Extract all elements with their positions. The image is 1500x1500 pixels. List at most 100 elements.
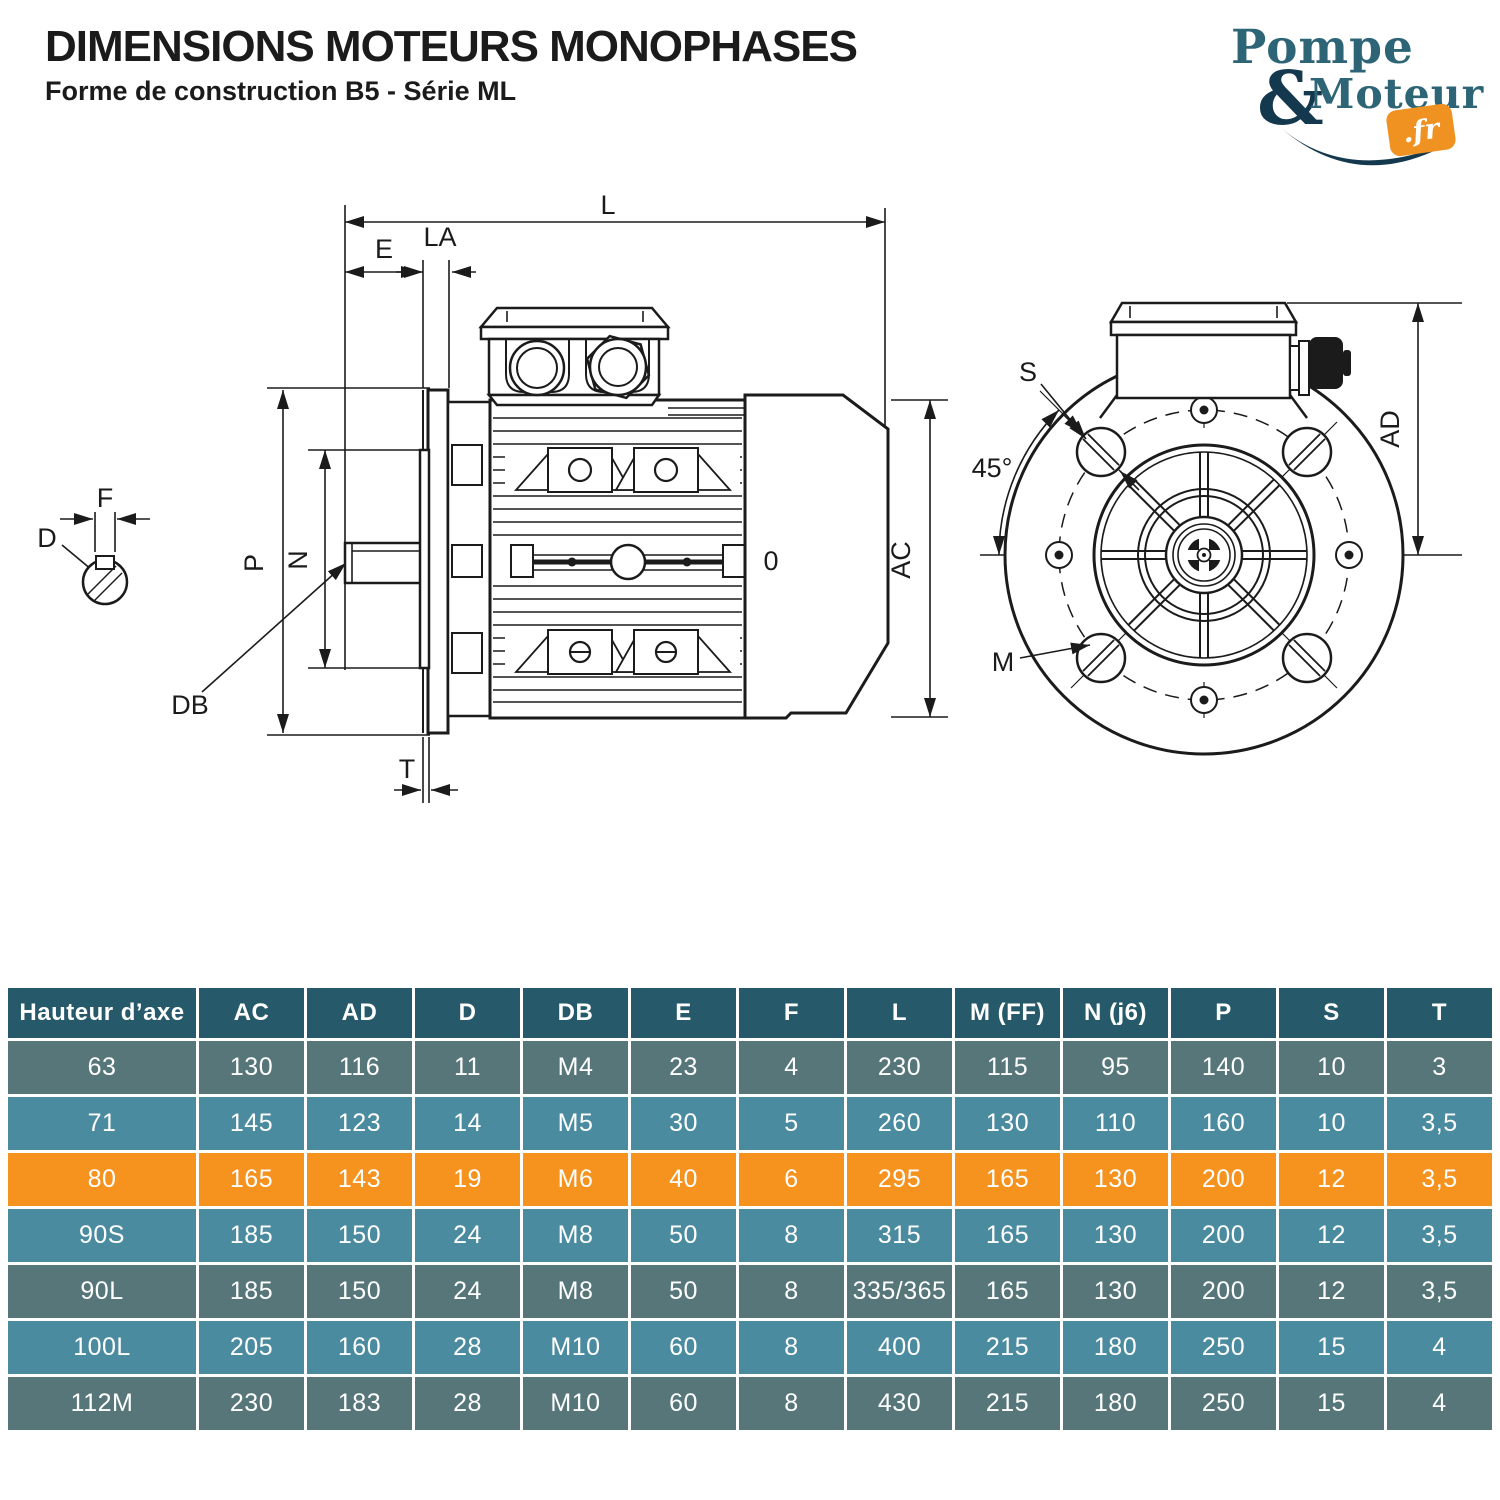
table-cell: 185: [196, 1262, 307, 1321]
table-cell: 200: [1168, 1150, 1279, 1209]
table-cell: 63: [5, 1038, 199, 1097]
table-cell: 6: [736, 1150, 847, 1209]
table-cell: M4: [520, 1038, 631, 1097]
side-view-labels: L E LA F D DB P N T AC 0: [37, 190, 916, 784]
table-cell: 11: [412, 1038, 523, 1097]
table-cell: 71: [5, 1094, 199, 1153]
table-cell: 19: [412, 1150, 523, 1209]
column-header: Hauteur d’axe: [5, 985, 199, 1041]
table-cell: 250: [1168, 1374, 1279, 1433]
dim-label-LA: LA: [423, 222, 456, 252]
table-cell: 10: [1276, 1038, 1387, 1097]
table-cell: 12: [1276, 1262, 1387, 1321]
table-cell: 130: [1060, 1206, 1171, 1265]
table-cell: M5: [520, 1094, 631, 1153]
label-O: 0: [763, 546, 778, 576]
flange-holes: [1045, 392, 1363, 718]
table-cell: 95: [1060, 1038, 1171, 1097]
table-cell: 130: [1060, 1150, 1171, 1209]
table-cell: 260: [844, 1094, 955, 1153]
table-cell: 30: [628, 1094, 739, 1153]
column-header: P: [1168, 985, 1279, 1041]
column-header: E: [628, 985, 739, 1041]
table-cell: 130: [196, 1038, 307, 1097]
table-cell: M10: [520, 1318, 631, 1377]
table-cell: 150: [304, 1206, 415, 1265]
front-view-labels: S 45° M AD: [972, 357, 1405, 677]
column-header: L: [844, 985, 955, 1041]
table-cell: 28: [412, 1318, 523, 1377]
table-cell: 115: [952, 1038, 1063, 1097]
table-cell: 215: [952, 1318, 1063, 1377]
table-cell: 100L: [5, 1318, 199, 1377]
table-cell: 15: [1276, 1318, 1387, 1377]
dim-label-M: M: [992, 647, 1015, 677]
table-cell: 130: [952, 1094, 1063, 1153]
top-lugs: [513, 447, 733, 493]
table-cell: 160: [1168, 1094, 1279, 1153]
table-cell: 295: [844, 1150, 955, 1209]
table-cell: 180: [1060, 1318, 1171, 1377]
table-cell: 8: [736, 1374, 847, 1433]
table-cell: M10: [520, 1374, 631, 1433]
table-cell: 14: [412, 1094, 523, 1153]
table-cell: 400: [844, 1318, 955, 1377]
table-cell: 180: [1060, 1374, 1171, 1433]
terminal-box-side: [478, 306, 671, 407]
dim-label-DB: DB: [171, 690, 209, 720]
table-cell: M6: [520, 1150, 631, 1209]
logo-word-pompe: Pompe: [1231, 20, 1414, 75]
table-cell: M8: [520, 1262, 631, 1321]
table-cell: 185: [196, 1206, 307, 1265]
table-cell: 4: [736, 1038, 847, 1097]
table-cell: 250: [1168, 1318, 1279, 1377]
table-cell: 60: [628, 1318, 739, 1377]
table-cell: 3,5: [1384, 1150, 1495, 1209]
table-cell: 123: [304, 1094, 415, 1153]
table-cell: 3,5: [1384, 1094, 1495, 1153]
table-cell: 50: [628, 1262, 739, 1321]
table-cell: 5: [736, 1094, 847, 1153]
dim-label-F: F: [97, 483, 114, 513]
column-header: M (FF): [952, 985, 1063, 1041]
side-dimension-lines: [60, 205, 948, 803]
side-view-drawing: L E LA F D DB P N T AC 0: [37, 190, 948, 803]
column-header: AC: [196, 985, 307, 1041]
table-cell: 3,5: [1384, 1206, 1495, 1265]
dim-label-L: L: [600, 190, 615, 220]
terminal-box-front: [1098, 301, 1351, 419]
flange-screws: [1075, 426, 1333, 684]
table-cell: 315: [844, 1206, 955, 1265]
table-cell: 200: [1168, 1262, 1279, 1321]
bottom-lugs: [513, 629, 733, 675]
dim-label-AC: AC: [886, 541, 916, 579]
page-subtitle: Forme de construction B5 - Série ML: [45, 76, 517, 106]
table-cell: 150: [304, 1262, 415, 1321]
table-cell: 112M: [5, 1374, 199, 1433]
table-cell: 12: [1276, 1206, 1387, 1265]
front-view-drawing: S 45° M AD: [972, 301, 1462, 756]
table-cell: 50: [628, 1206, 739, 1265]
table-cell: 80: [5, 1150, 199, 1209]
table-cell: 160: [304, 1318, 415, 1377]
table-cell: 40: [628, 1150, 739, 1209]
table-cell: 143: [304, 1150, 415, 1209]
column-header: DB: [520, 985, 631, 1041]
table-cell: 230: [844, 1038, 955, 1097]
table-cell: 3: [1384, 1038, 1495, 1097]
dim-label-T: T: [399, 754, 416, 784]
table-cell: 140: [1168, 1038, 1279, 1097]
column-header: T: [1384, 985, 1495, 1041]
table-cell: 10: [1276, 1094, 1387, 1153]
guard-spokes: [1057, 408, 1351, 702]
table-cell: 230: [196, 1374, 307, 1433]
front-leaders: [992, 383, 1140, 659]
logo-tld-badge: .fr: [1385, 102, 1457, 158]
